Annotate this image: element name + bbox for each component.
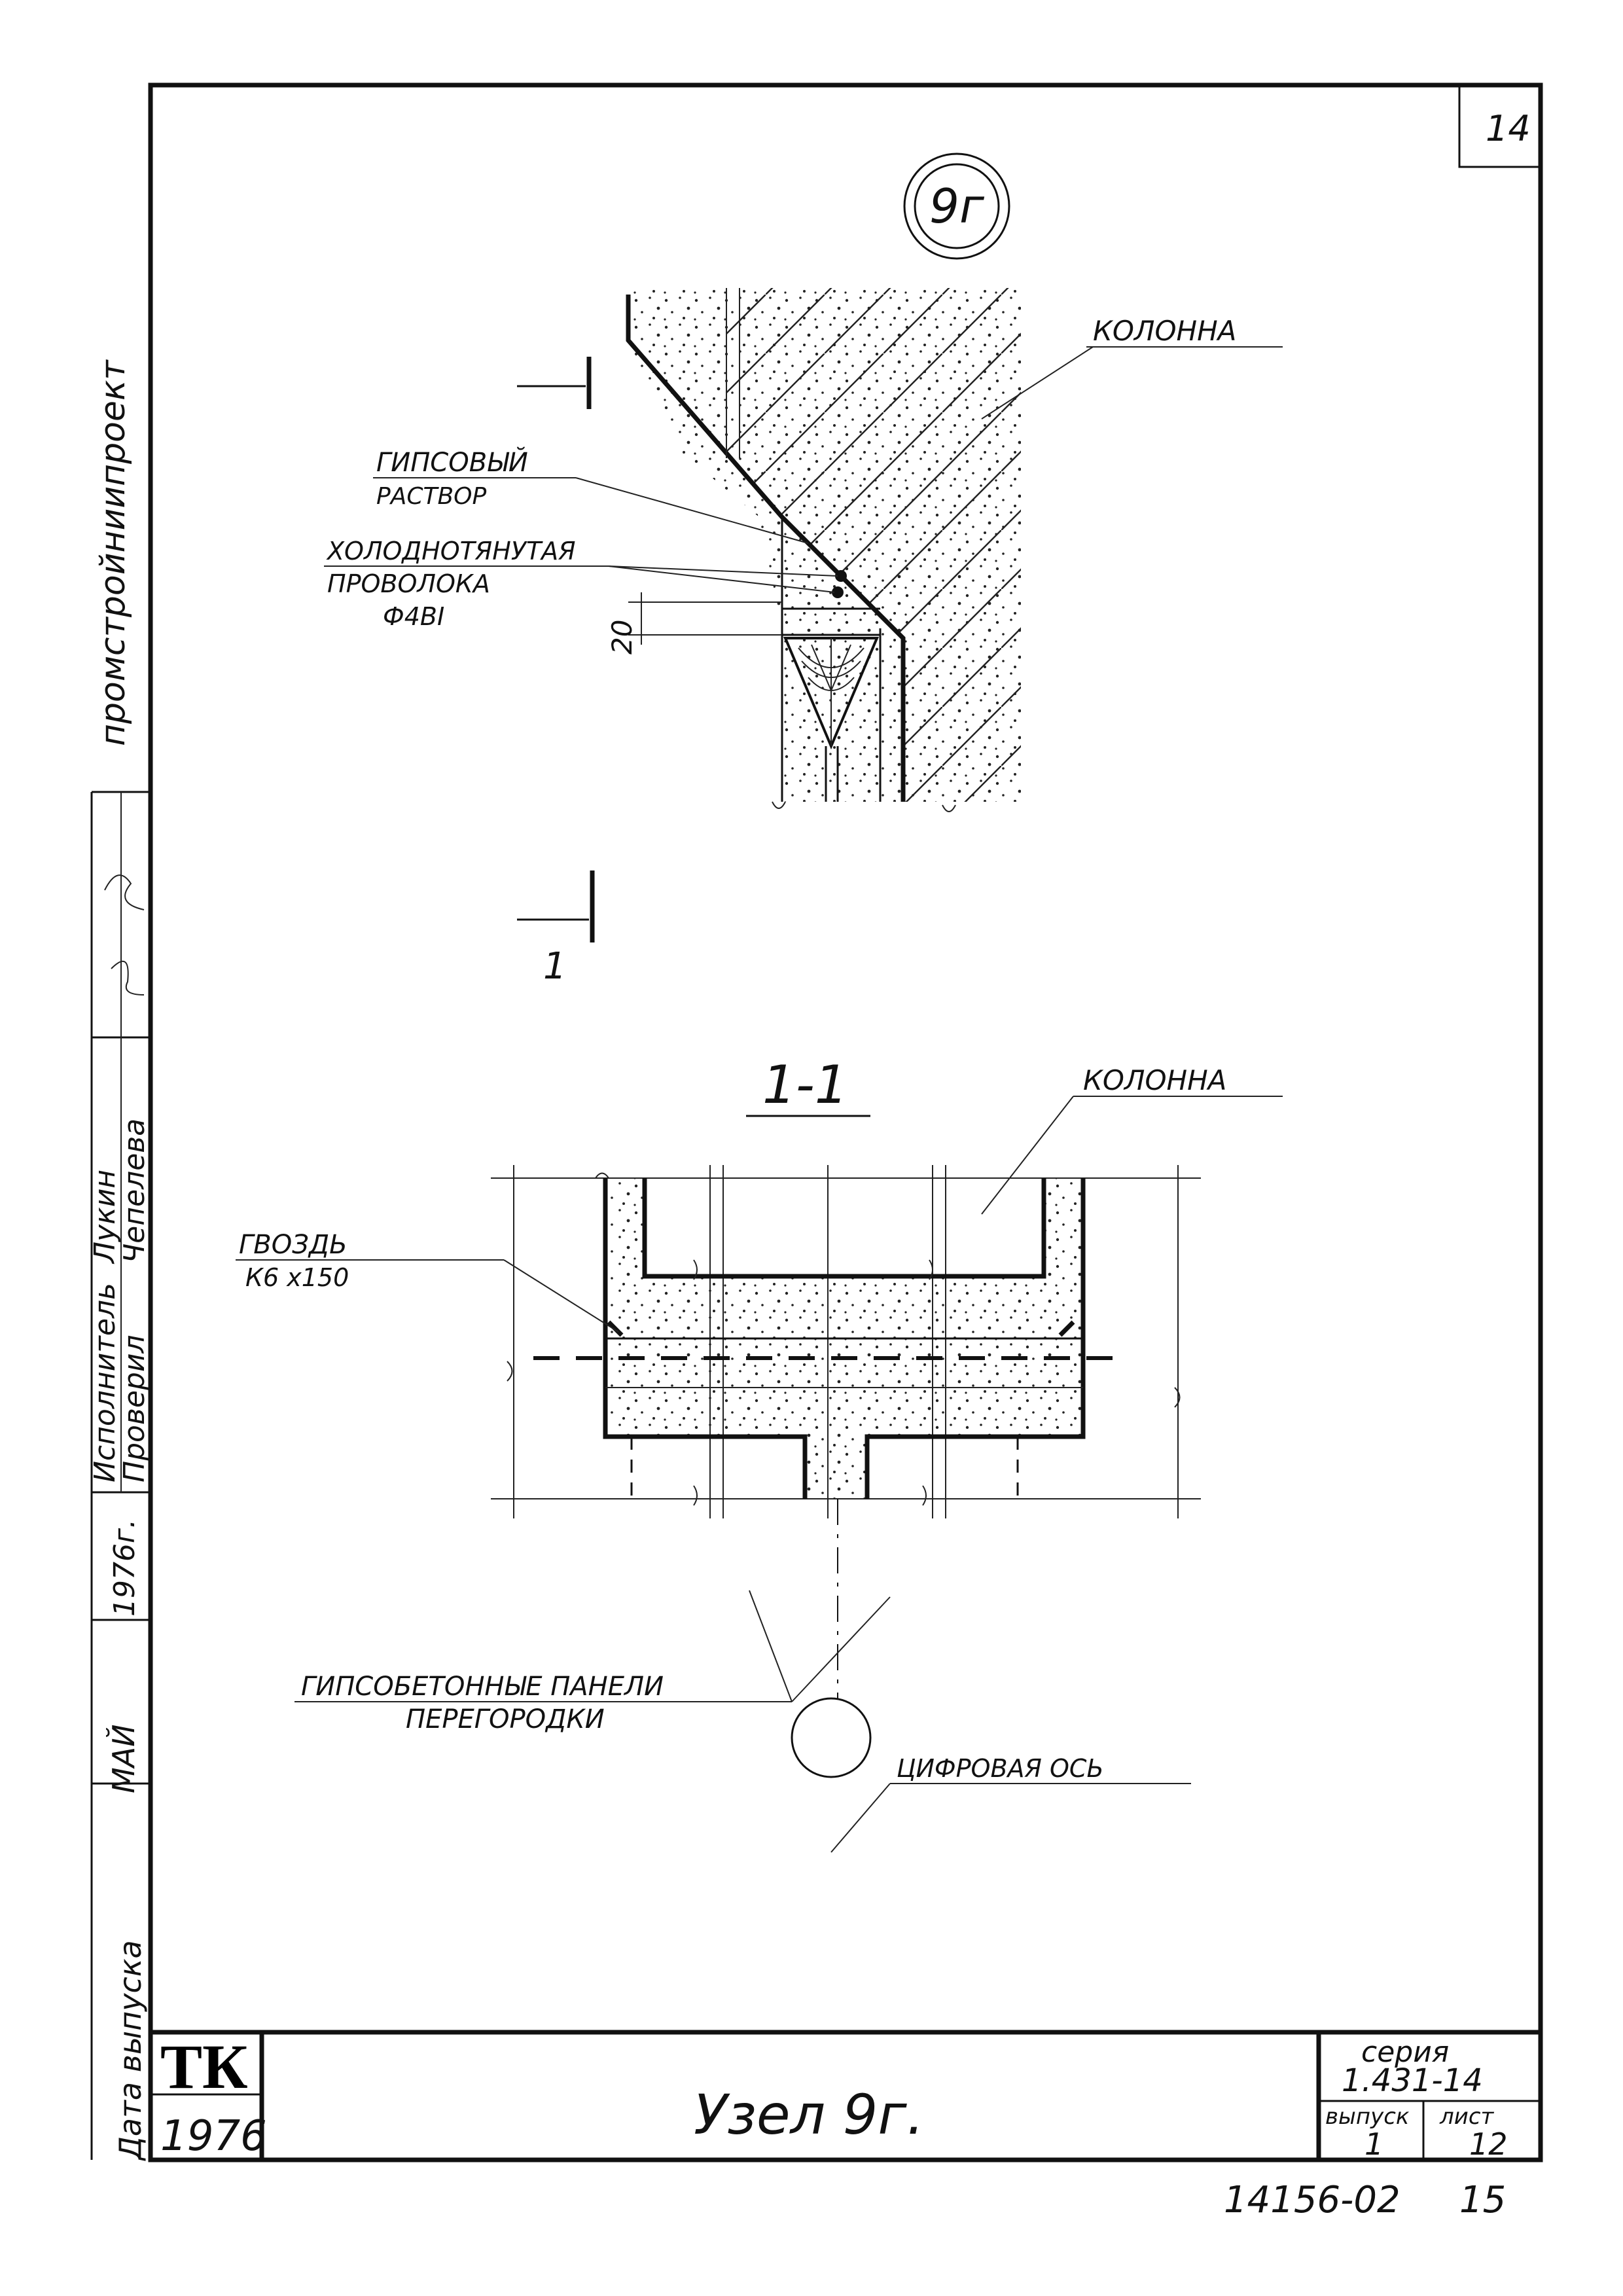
organization-stamp: промстройниипроект — [94, 359, 133, 746]
label-column-top: КОЛОННА — [1093, 315, 1236, 347]
label-mortar-line2: РАСТВОР — [376, 483, 486, 510]
wire-dot — [832, 586, 844, 598]
issue-label: выпуск — [1325, 2104, 1410, 2130]
drawing-title: Узел 9г. — [694, 2083, 924, 2147]
wire-dot — [835, 570, 847, 582]
archive-page: 15 — [1459, 2179, 1506, 2221]
label-mortar-line1: ГИПСОВЫЙ — [376, 446, 528, 478]
node-badge-outer — [903, 152, 1010, 260]
signature-mark — [104, 874, 145, 996]
release-month: МАЙ — [106, 1724, 141, 1793]
dimension-value: 20 — [606, 620, 638, 655]
label-wire-line1: ХОЛОДНОТЯНУТАЯ — [326, 537, 576, 565]
section-mark: 1 — [543, 945, 567, 988]
label-wire-line3: Ф4ВI — [383, 602, 444, 631]
label-wire-line2: ПРОВОЛОКА — [327, 569, 490, 598]
organization-name: промстройниипроект — [94, 359, 133, 746]
role-executor: Исполнитель — [88, 1283, 122, 1482]
title-block: ТК 1976 Узел 9г. серия 1.431-14 выпуск 1… — [151, 2030, 1541, 2162]
issue-value: 1 — [1364, 2126, 1383, 2162]
label-nail-line2: К6 х150 — [245, 1263, 349, 1292]
logo: ТК — [160, 2032, 248, 2102]
sheet-label: лист — [1439, 2104, 1495, 2130]
column-face — [642, 1178, 1046, 1279]
series-label: серия — [1361, 2036, 1449, 2069]
role-checker: Проверил — [118, 1335, 151, 1482]
sheet-frame — [148, 82, 1543, 2162]
label-column-section: КОЛОННА — [1083, 1064, 1226, 1096]
checker-name: Чепелева — [118, 1119, 151, 1263]
release-year: 1976г. — [108, 1519, 141, 1617]
sheet-corner-number: 14 — [1486, 108, 1531, 149]
executor-name: Лукин — [88, 1170, 122, 1265]
section-outline-right — [865, 1178, 1086, 1499]
section-title: 1-1 — [762, 1054, 848, 1115]
title-year: 1976 — [160, 2112, 267, 2161]
corner-number-box — [1458, 85, 1541, 168]
label-panels-line1: ГИПСОБЕТОННЫЕ ПАНЕЛИ — [301, 1672, 664, 1702]
section-view: 1-1 КОЛОННА ГВОЗДЬ — [236, 1054, 1283, 1853]
side-stamp-labels: Дата выпуска Исполнитель Проверил Лукин … — [88, 1119, 151, 2161]
series-value: 1.431-14 — [1342, 2062, 1483, 2099]
node-badge-label: 9г — [929, 179, 985, 234]
joint-mesh — [798, 638, 865, 746]
top-detail: 20 1 КОЛОННА ГИПСОВЫЙ РАСТВОР ХОЛОДНОТЯН… — [324, 288, 1283, 988]
label-panels-line2: ПЕРЕГОРОДКИ — [406, 1704, 605, 1734]
section-outline-left — [603, 1178, 808, 1499]
label-axis: ЦИФРОВАЯ ОСЬ — [897, 1754, 1104, 1783]
archive-number: 14156-02 — [1224, 2179, 1400, 2221]
role-release-date: Дата выпуска — [113, 1940, 148, 2161]
node-badge-inner — [914, 163, 1000, 249]
sheet-value: 12 — [1469, 2126, 1508, 2162]
digital-axis-circle — [791, 1697, 872, 1778]
label-nail-line1: ГВОЗДЬ — [239, 1230, 348, 1260]
